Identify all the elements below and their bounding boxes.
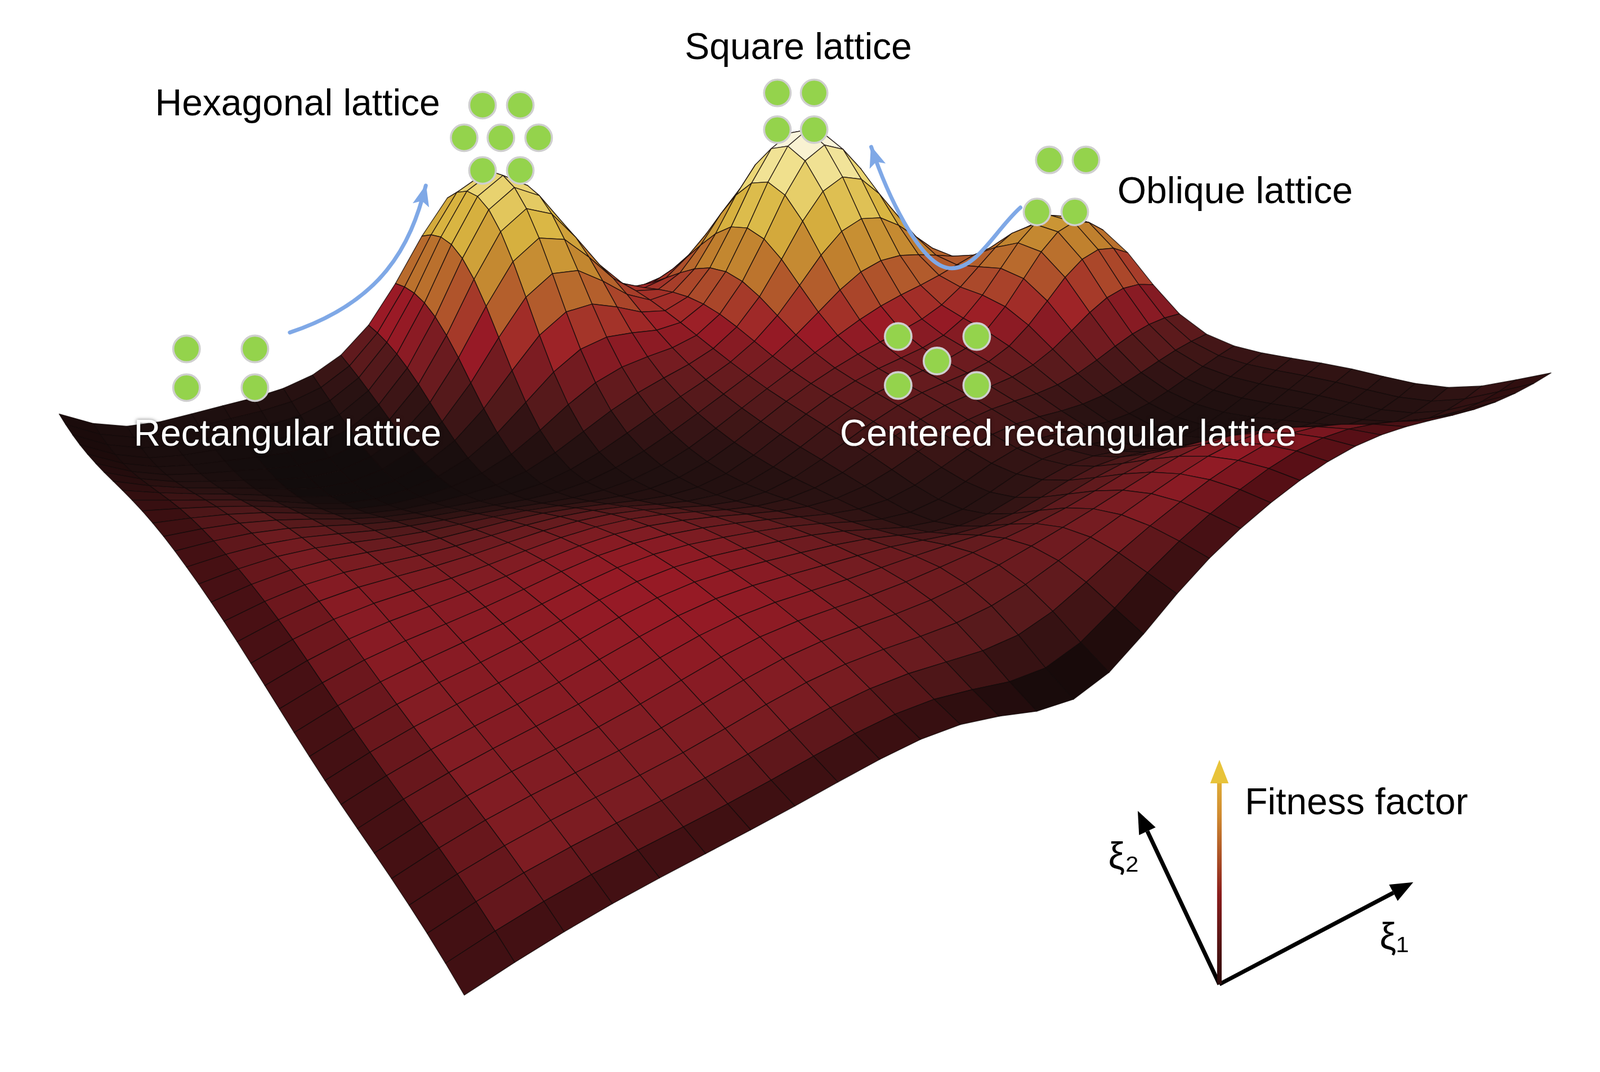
lattice-label: Hexagonal lattice <box>155 81 441 125</box>
fitness-arrowhead <box>1210 760 1229 784</box>
lattice-point <box>801 116 828 143</box>
lattice-point <box>764 79 791 106</box>
lattice-point <box>242 374 269 401</box>
lattice-point <box>173 335 200 362</box>
surface-cell <box>1480 383 1534 403</box>
xi2-axis <box>1147 831 1220 985</box>
fitness-axis <box>1217 781 1222 985</box>
lattice-point <box>884 372 911 400</box>
lattice-point <box>173 374 200 401</box>
lattice-point <box>1072 146 1099 174</box>
lattice-label: Square lattice <box>684 25 913 69</box>
surface-cell <box>1498 373 1552 392</box>
lattice-point <box>801 79 828 106</box>
lattice-point <box>963 323 990 351</box>
axis-label: Fitness factor <box>1244 780 1468 824</box>
lattice-point <box>242 335 269 362</box>
lattice-point <box>884 323 911 351</box>
lattice-node: Oblique lattice <box>1020 144 1364 229</box>
xi2-arrowhead <box>1137 811 1156 836</box>
axis-label: ξ₂ <box>1107 834 1139 878</box>
lattice-point <box>507 91 534 119</box>
lattice-point <box>1023 198 1050 226</box>
lattice-point <box>1061 198 1088 226</box>
xi1-arrowhead <box>1388 882 1414 902</box>
lattice-label: Centered rectangular lattice <box>839 412 1297 455</box>
surface-cell <box>1440 402 1496 418</box>
lattice-node: Hexagonal lattice <box>150 77 556 186</box>
lattice-node: Rectangular lattice <box>128 332 451 460</box>
axis-label: ξ₁ <box>1379 915 1410 959</box>
lattice-point <box>469 91 496 119</box>
lattice-node: Square lattice <box>678 22 920 147</box>
surface-cell <box>1419 409 1475 420</box>
lattice-point <box>963 372 990 400</box>
lattice-point <box>525 124 552 151</box>
surface-cell <box>1460 393 1515 411</box>
lattice-point <box>764 116 791 143</box>
lattice-point <box>507 157 534 184</box>
lattice-node: Centered rectangular lattice <box>834 320 1311 460</box>
transition-arrow <box>289 185 427 333</box>
surface-cell <box>122 490 170 501</box>
lattice-point <box>487 124 515 151</box>
xi1-axis <box>1219 893 1394 986</box>
lattice-label: Rectangular lattice <box>133 412 442 455</box>
lattice-point <box>1035 146 1063 174</box>
surface-cell <box>1427 402 1481 419</box>
lattice-point <box>450 124 478 151</box>
lattice-point <box>923 347 950 375</box>
lattice-label: Oblique lattice <box>1117 169 1353 213</box>
transition-arrow <box>871 146 1021 269</box>
surface-cell <box>445 931 515 996</box>
lattice-point <box>469 157 496 184</box>
